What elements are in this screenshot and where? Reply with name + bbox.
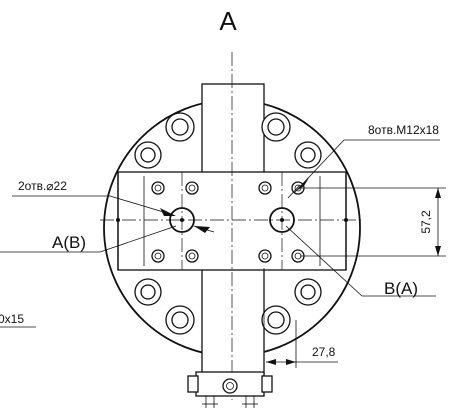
- dimension-horizontal: 27,8: [263, 268, 338, 368]
- callout-large-holes: 2отв.⌀22: [12, 179, 215, 233]
- bolt-bottom-left-2: [165, 305, 195, 335]
- callout-threaded-holes: 8отв.M12x18: [287, 123, 440, 199]
- bolt-bottom-right-1: [294, 278, 322, 306]
- bolt-top-right-1: [261, 112, 291, 142]
- port-left-label: A(B): [52, 233, 86, 252]
- port-right-label: B(A): [384, 279, 418, 298]
- dimension-vertical: 57,2: [300, 187, 446, 257]
- counterbored-bolts: [134, 112, 322, 335]
- callout-port-left: A(B): [0, 225, 177, 253]
- callout-port-right: B(A): [285, 225, 436, 298]
- bottom-connector: [187, 371, 273, 408]
- callout-left-fragment: 0x15: [0, 312, 36, 328]
- threaded-holes: [151, 181, 305, 263]
- view-label: A: [219, 6, 237, 36]
- dimension-vertical-value: 57,2: [419, 210, 433, 234]
- large-holes-label: 2отв.⌀22: [18, 179, 67, 193]
- bolt-top-right-2: [294, 141, 322, 169]
- bolt-bottom-right-2: [261, 305, 291, 335]
- bolt-top-left-1: [165, 112, 195, 142]
- bolt-bottom-left-1: [134, 278, 162, 306]
- left-fragment-label: 0x15: [0, 312, 24, 326]
- centre-lines: [100, 52, 362, 400]
- dimension-horizontal-value: 27,8: [312, 345, 336, 359]
- bolt-top-left-2: [134, 141, 162, 169]
- threaded-holes-label: 8отв.M12x18: [368, 123, 439, 137]
